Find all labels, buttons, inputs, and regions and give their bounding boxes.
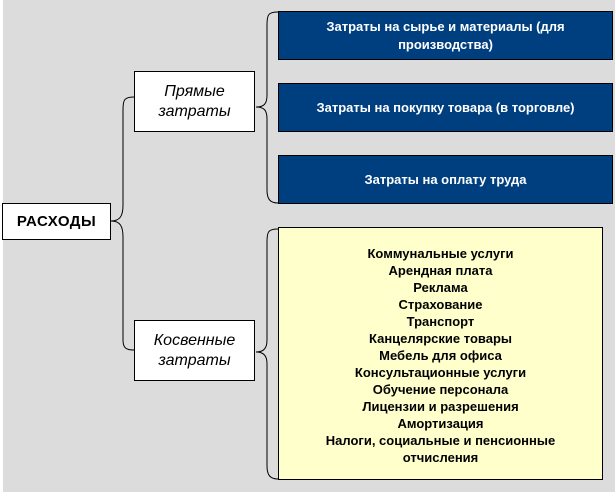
indirect-costs-label-line1: Косвенные	[153, 331, 236, 349]
list-item: Арендная плата	[388, 263, 493, 278]
list-item: Мебель для офиса	[379, 348, 502, 363]
direct-item-labor: Затраты на оплату труда	[278, 155, 613, 204]
root-node-expenses: РАСХОДЫ	[2, 203, 111, 240]
list-item: Консультационные услуги	[354, 365, 527, 380]
list-item: Реклама	[413, 280, 468, 295]
indirect-costs-node: Косвенные затраты	[134, 320, 255, 381]
list-item: Налоги, социальные и пенсионные отчислен…	[325, 433, 556, 465]
direct-item-goods: Затраты на покупку товара (в торговле)	[278, 83, 613, 132]
list-item: Амортизация	[397, 416, 484, 431]
list-item: Канцелярские товары	[369, 331, 512, 346]
direct-item-materials: Затраты на сырье и материалы (для произв…	[278, 11, 613, 60]
indirect-costs-label-line2: затраты	[158, 351, 231, 369]
list-item: Коммунальные услуги	[367, 246, 514, 261]
list-item: Лицензии и разрешения	[362, 399, 519, 414]
direct-brace	[255, 11, 279, 204]
indirect-brace	[255, 228, 279, 480]
root-brace	[110, 96, 135, 351]
direct-costs-label-line1: Прямые	[164, 82, 225, 100]
indirect-items-list: Коммунальные услуги Арендная плата Рекла…	[278, 227, 603, 480]
list-item: Транспорт	[406, 314, 475, 329]
list-item: Обучение персонала	[372, 382, 509, 397]
left-edge	[0, 0, 3, 492]
list-item: Страхование	[398, 297, 483, 312]
direct-costs-node: Прямые затраты	[134, 71, 255, 132]
direct-costs-label-line2: затраты	[158, 102, 231, 120]
